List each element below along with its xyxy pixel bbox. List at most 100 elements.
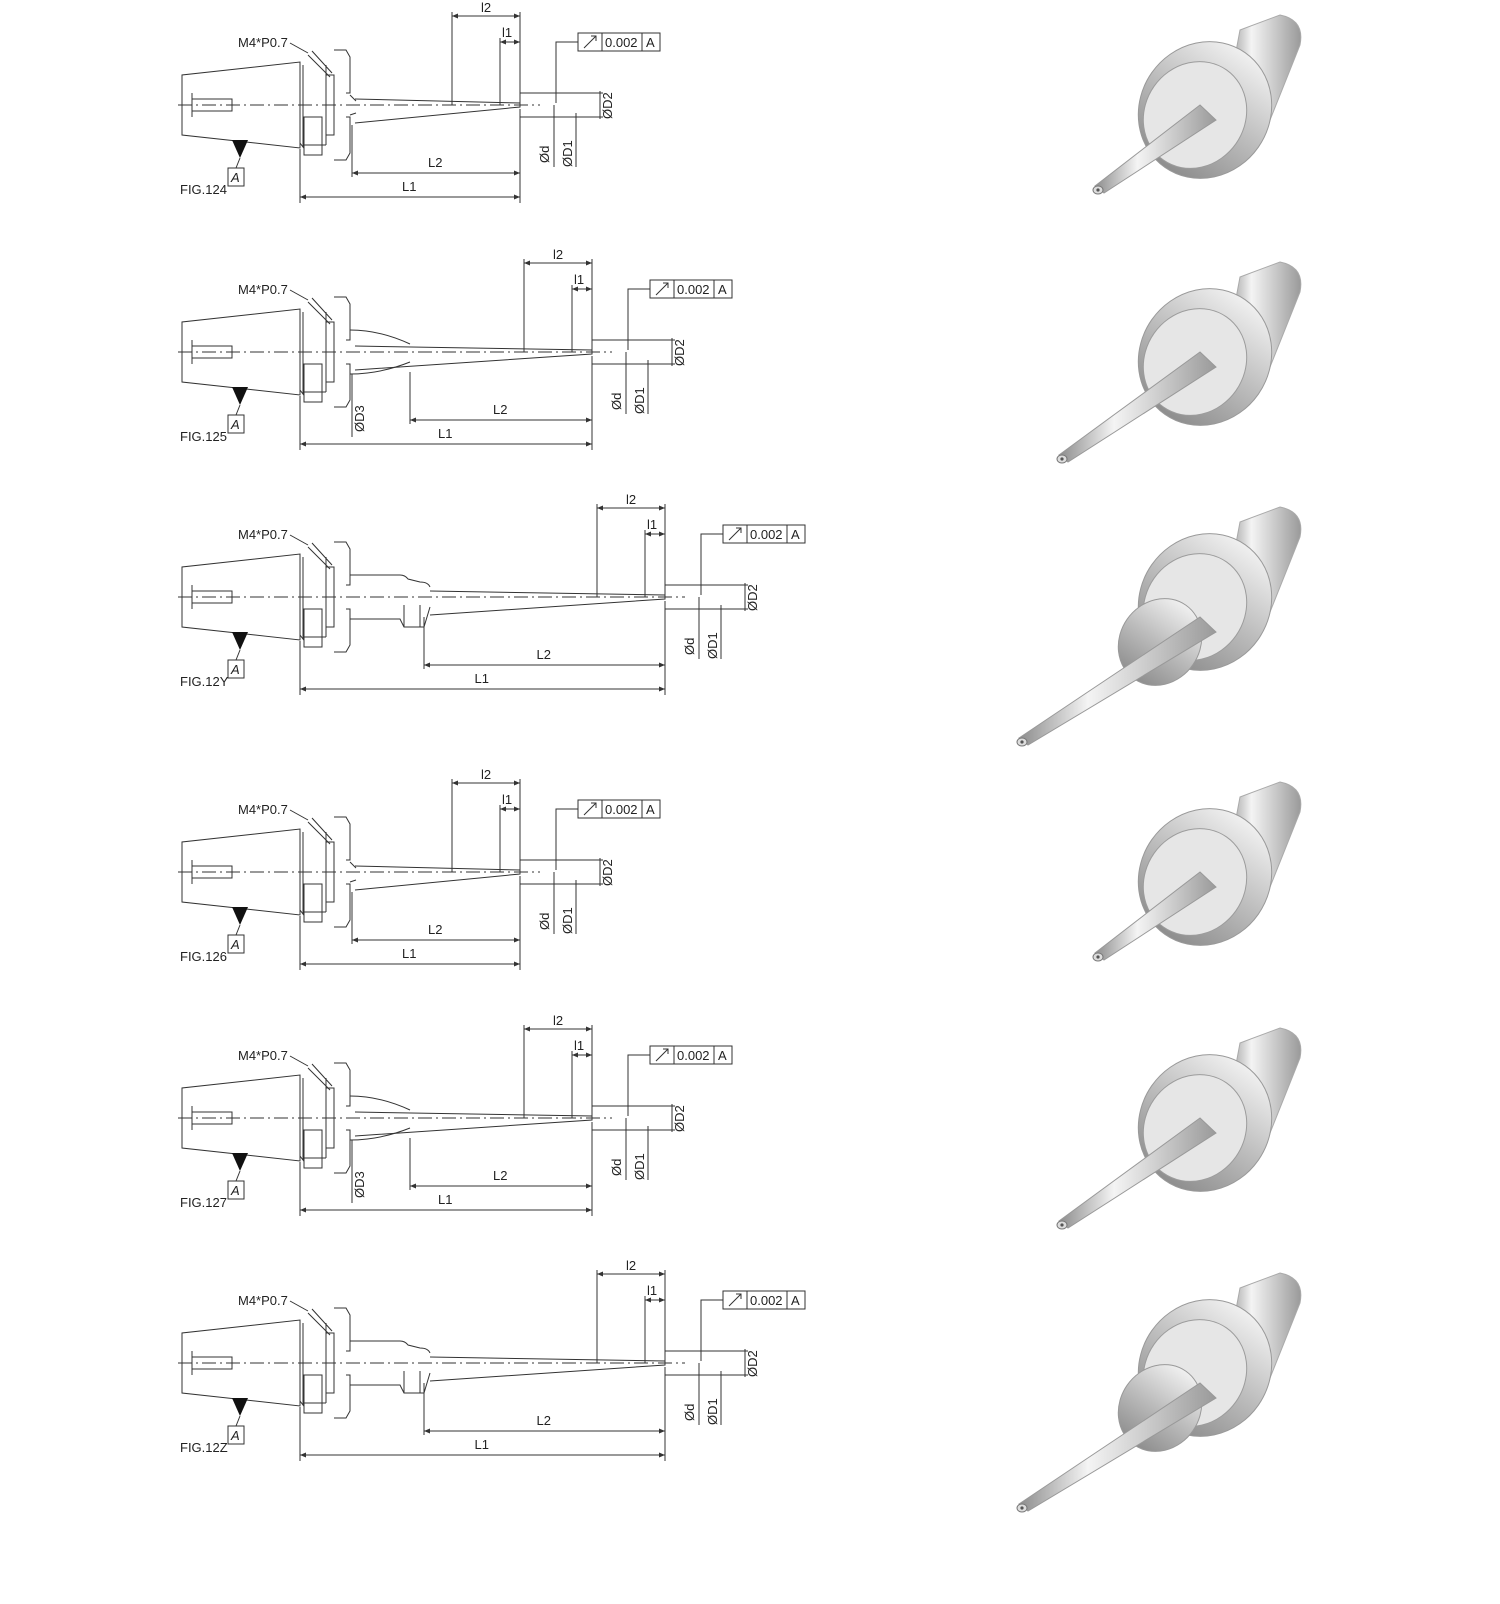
nose-step — [349, 879, 357, 883]
dimension-label-l2: l2 — [553, 247, 563, 262]
dimension-label-l2: l2 — [481, 767, 491, 782]
holder-3d-render — [1056, 261, 1302, 464]
taper-extension — [429, 590, 666, 616]
datum-leader — [235, 404, 241, 416]
tolerance-datum: A — [646, 802, 655, 817]
nose-curve-lower — [349, 1127, 411, 1141]
taper-cone-outline — [181, 1074, 301, 1162]
figure-label: FIG.12Y — [180, 674, 229, 689]
dimension-arrowhead — [514, 13, 520, 19]
nose-step — [349, 861, 357, 869]
key-slot — [303, 116, 323, 156]
flange-outline — [299, 834, 326, 916]
dimension-arrowhead — [586, 1026, 592, 1032]
key-slot — [303, 1129, 323, 1169]
dimension-label-L2: L2 — [493, 1168, 507, 1183]
dimension-arrowhead — [645, 531, 651, 537]
dimension-arrowhead — [514, 780, 520, 786]
nose-curve-upper — [349, 1095, 411, 1111]
collar-bottom — [334, 116, 351, 161]
dimension-arrowhead — [645, 1297, 651, 1303]
thread-hole-line — [311, 1308, 333, 1332]
datum-leader — [235, 157, 241, 169]
tolerance-value: 0.002 — [605, 35, 638, 50]
datum-label: A — [230, 170, 240, 185]
taper-cone-outline — [181, 308, 301, 396]
collar-top — [334, 49, 351, 94]
figure-label: FIG.126 — [180, 949, 227, 964]
dimension-arrowhead — [524, 260, 530, 266]
datum-triangle-icon — [232, 907, 248, 925]
tolerance-datum: A — [646, 35, 655, 50]
body-lower — [350, 1372, 431, 1394]
holder-3d-render — [1056, 1027, 1302, 1230]
dimension-label-l1: l1 — [647, 1283, 657, 1298]
thread-leader — [289, 289, 309, 301]
dimension-arrowhead — [586, 260, 592, 266]
datum-label: A — [230, 937, 240, 952]
datum-box — [227, 934, 245, 954]
collar-top — [334, 816, 351, 861]
datum-triangle-icon — [232, 1398, 248, 1416]
datum-label: A — [230, 417, 240, 432]
thread-hole-line — [311, 1063, 333, 1087]
nose-step — [349, 112, 357, 116]
dimension-label-l1: l1 — [574, 272, 584, 287]
dimension-label-D3: ØD3 — [352, 1171, 367, 1198]
figure-label: FIG.124 — [180, 182, 227, 197]
datum-label: A — [230, 662, 240, 677]
datum-label: A — [230, 1183, 240, 1198]
dimension-arrowhead — [352, 170, 358, 176]
dimension-arrowhead — [300, 441, 306, 447]
dimension-label-d: Ød — [537, 146, 552, 163]
datum-leader — [235, 1415, 241, 1427]
tolerance-leader — [700, 1299, 723, 1361]
thread-hole-line — [307, 1067, 331, 1091]
dimension-arrowhead — [659, 1452, 665, 1458]
tolerance-value: 0.002 — [605, 802, 638, 817]
flange-outline — [299, 1325, 326, 1407]
dimension-arrowhead — [597, 505, 603, 511]
holder-3d-render — [1016, 1272, 1302, 1513]
datum-triangle-icon — [232, 387, 248, 405]
dimension-arrowhead — [514, 806, 520, 812]
collar-bottom — [334, 1374, 351, 1419]
key-slot — [303, 883, 323, 923]
dimension-label-l1: l1 — [502, 792, 512, 807]
key-slot — [303, 608, 323, 648]
dimension-arrowhead — [514, 937, 520, 943]
taper-extension — [1058, 1117, 1217, 1229]
tolerance-value: 0.002 — [750, 527, 783, 542]
dimension-arrowhead — [659, 1297, 665, 1303]
dimension-label-L1: L1 — [438, 426, 452, 441]
figure-label: FIG.125 — [180, 429, 227, 444]
tolerance-value: 0.002 — [677, 282, 710, 297]
dimension-label-D1: ØD1 — [705, 632, 720, 659]
runout-arrow-icon — [655, 282, 669, 296]
taper-extension — [354, 98, 521, 124]
collar-top — [334, 1062, 351, 1107]
dimension-label-D1: ØD1 — [560, 907, 575, 934]
dimension-arrowhead — [586, 1183, 592, 1189]
dimension-arrowhead — [514, 39, 520, 45]
flange-outline — [299, 1080, 326, 1162]
dimension-label-L2: L2 — [537, 647, 551, 662]
dimension-arrowhead — [586, 1052, 592, 1058]
dimension-arrowhead — [586, 286, 592, 292]
thread-hole-line — [307, 546, 331, 570]
tip-hole — [1060, 457, 1064, 461]
tolerance-leader — [555, 808, 578, 870]
thread-leader — [289, 1055, 309, 1067]
datum-box — [227, 414, 245, 434]
thread-hole-line — [311, 542, 333, 566]
tip-hole — [1096, 188, 1100, 192]
runout-arrow-icon — [583, 802, 597, 816]
dimension-label-l1: l1 — [574, 1038, 584, 1053]
dimension-label-d: Ød — [609, 1159, 624, 1176]
dimension-label-l1: l1 — [502, 25, 512, 40]
nose-step — [349, 94, 357, 102]
datum-triangle-icon — [232, 632, 248, 650]
